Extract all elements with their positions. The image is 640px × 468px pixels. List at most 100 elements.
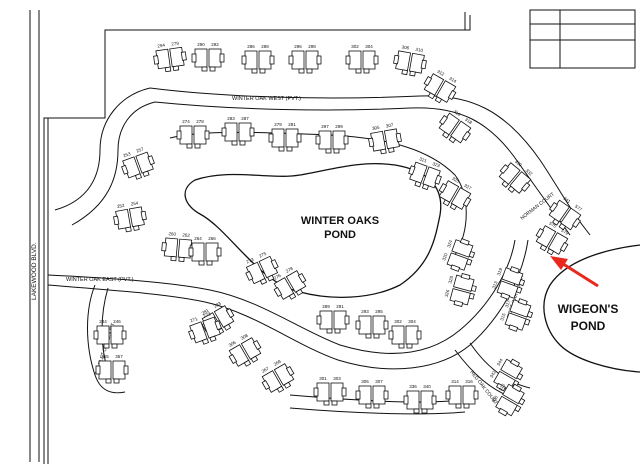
unit-number: 264 [194, 236, 202, 241]
unit-number: 344 [496, 357, 504, 366]
building-footprint [398, 343, 405, 349]
building-footprint [526, 310, 534, 319]
building-footprint [208, 48, 222, 68]
building-footprint [373, 403, 380, 409]
building-footprint [463, 403, 470, 409]
building-footprint [170, 256, 177, 262]
building-footprint [413, 408, 420, 414]
building-footprint [283, 381, 292, 389]
building-footprint [110, 325, 124, 345]
building-footprint [245, 270, 254, 281]
building-footprint [497, 407, 509, 417]
unit-number: 342 [489, 369, 497, 378]
building-footprint [95, 365, 101, 375]
building-footprint [93, 330, 99, 340]
building-footprint [334, 328, 341, 334]
building-footprint [296, 133, 302, 143]
building-footprint [509, 358, 521, 368]
unit-number: 332 [525, 168, 534, 177]
building-footprint [231, 140, 238, 146]
building-footprint [517, 298, 528, 306]
unit-number: 310 [498, 382, 506, 391]
building-footprint [98, 360, 112, 380]
building-footprint [383, 320, 389, 330]
wigeons-pond [543, 244, 640, 373]
building-footprint [439, 114, 449, 125]
building-footprint [388, 330, 394, 340]
building-footprint [465, 258, 473, 266]
building-footprint [420, 59, 427, 70]
building-footprint [344, 315, 350, 325]
building-footprint [515, 286, 523, 294]
building-footprint [326, 328, 333, 334]
building-footprint [571, 218, 581, 229]
building-footprint [285, 365, 295, 377]
unit-number: 355 [101, 354, 109, 359]
building-footprint [228, 353, 238, 365]
building-footprint [323, 400, 330, 406]
building-footprint [518, 397, 526, 406]
building-footprint [239, 140, 246, 146]
unit-number: 281 [288, 122, 296, 127]
building-footprint [552, 218, 560, 226]
unit-number: 312 [436, 69, 445, 77]
building-footprint [186, 143, 193, 149]
building-footprint [291, 50, 305, 70]
unit-number: 305 [361, 379, 369, 384]
unit-number: 357 [115, 354, 123, 359]
building-footprint [393, 54, 400, 65]
building-footprint [449, 203, 458, 211]
building-footprint [445, 390, 451, 400]
unit-number: 276 [273, 273, 282, 281]
unit-number: 291 [336, 304, 344, 309]
building-footprint [179, 125, 193, 145]
building-footprint [201, 338, 210, 345]
unit-number: 314 [451, 379, 459, 384]
building-footprint [468, 292, 475, 300]
building-footprint [395, 132, 402, 143]
building-footprint [252, 339, 262, 351]
building-footprint [539, 244, 548, 252]
building-footprint [368, 137, 375, 148]
unit-number: 298 [308, 44, 316, 49]
unit-number: 321 [419, 156, 428, 163]
unit-number: 341 [562, 196, 571, 205]
building-footprint [325, 148, 332, 154]
unit-number: 283 [213, 301, 222, 309]
property-boundary [43, 12, 471, 464]
unit-number: 316 [465, 379, 473, 384]
building-footprint [201, 66, 208, 72]
building-footprint [288, 292, 297, 300]
unit-number: 275 [258, 251, 267, 259]
unit-number: 294 [157, 43, 166, 49]
building-footprint [238, 122, 252, 142]
wigeons-pond-label-line1: WIGEON'S [558, 302, 619, 316]
building-footprint [423, 75, 433, 87]
building-footprint [249, 127, 255, 137]
unit-number: 283 [227, 116, 235, 121]
building-footprint [225, 307, 235, 319]
building-footprint [421, 183, 430, 191]
unit-number: 286 [247, 44, 255, 49]
unit-number: 306 [401, 44, 410, 50]
unit-number: 254 [130, 200, 139, 206]
building-footprint [447, 89, 457, 101]
lakewood-blvd-road [29, 10, 40, 462]
unit-number: 304 [408, 319, 416, 324]
winter-oak-west-label: WINTER OAK WEST (PVT.) [232, 96, 301, 102]
building-footprint [295, 288, 304, 296]
unit-number: 308 [240, 333, 249, 341]
building-footprint [268, 133, 274, 143]
building-footprint [306, 68, 313, 74]
